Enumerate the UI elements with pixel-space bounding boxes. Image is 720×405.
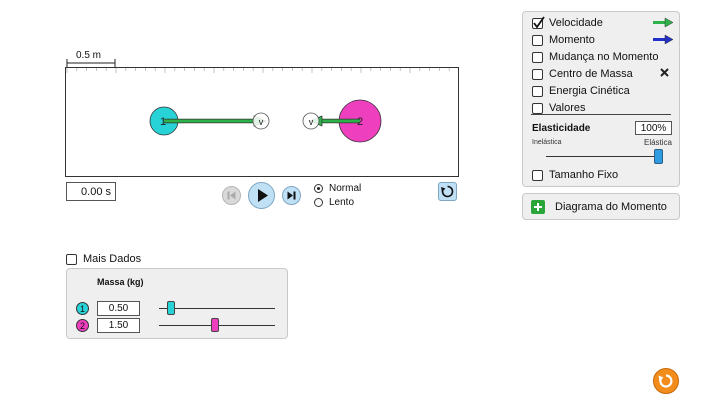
speed-slow-option[interactable]: Lento bbox=[314, 197, 354, 208]
scale-bar bbox=[66, 59, 116, 67]
mass-ball-badge-1: 1 bbox=[76, 302, 89, 315]
speed-normal-radio[interactable] bbox=[314, 184, 323, 193]
elasticity-value: 100% bbox=[640, 122, 667, 134]
mass-value: 1.50 bbox=[108, 320, 129, 331]
option-checkbox[interactable] bbox=[532, 34, 543, 46]
play-area[interactable]: 1 2 v v bbox=[65, 67, 459, 177]
more-data-checkbox[interactable] bbox=[66, 253, 77, 265]
option-label: Energia Cinética bbox=[549, 85, 630, 97]
mass-input-1[interactable]: 0.50 bbox=[97, 301, 140, 316]
mass-ball-number: 2 bbox=[79, 320, 85, 331]
speed-slow-radio[interactable] bbox=[314, 198, 323, 207]
elasticity-max-label: Elástica bbox=[643, 138, 672, 147]
add-icon bbox=[531, 200, 545, 214]
fixed-size-option[interactable]: Tamanho Fixo bbox=[532, 169, 618, 181]
step-back-icon bbox=[227, 191, 236, 200]
velocity-handle-2[interactable] bbox=[302, 112, 320, 130]
mass-value: 0.50 bbox=[108, 303, 129, 314]
blue-arrow-icon bbox=[652, 34, 674, 48]
velocity-handle-1[interactable] bbox=[252, 112, 270, 130]
mass-slider-thumb-2[interactable] bbox=[210, 318, 219, 332]
mass-slider-track-1[interactable] bbox=[159, 308, 275, 309]
mass-slider-thumb-1[interactable] bbox=[166, 301, 175, 315]
speed-normal-option[interactable]: Normal bbox=[314, 183, 361, 194]
elasticity-slider-track[interactable] bbox=[546, 156, 658, 157]
option-checkbox[interactable] bbox=[532, 68, 543, 80]
x-icon bbox=[659, 67, 670, 81]
step-forward-icon bbox=[287, 191, 296, 200]
elasticity-value-field: 100% bbox=[635, 121, 672, 135]
speed-normal-label: Normal bbox=[329, 183, 362, 194]
scale-label: 0.5 m bbox=[76, 50, 102, 61]
option-3[interactable]: Centro de Massa bbox=[532, 68, 672, 80]
time-display: 0.00 s bbox=[66, 182, 116, 201]
momentum-diagram-button[interactable]: Diagrama do Momento bbox=[522, 193, 680, 220]
options-divider bbox=[531, 114, 671, 115]
option-checkbox[interactable] bbox=[532, 51, 543, 63]
option-label: Velocidade bbox=[549, 17, 603, 29]
option-0[interactable]: Velocidade bbox=[532, 15, 674, 31]
play-button[interactable] bbox=[248, 182, 275, 209]
option-checkbox[interactable] bbox=[532, 102, 543, 114]
ruler-ticks bbox=[66, 68, 450, 73]
velocity-handle-1-label: v bbox=[259, 117, 264, 127]
momentum-diagram-label: Diagrama do Momento bbox=[555, 201, 667, 213]
option-5[interactable]: Valores bbox=[532, 102, 672, 114]
mass-input-2[interactable]: 1.50 bbox=[97, 318, 140, 333]
option-label: Centro de Massa bbox=[549, 68, 633, 80]
reset-all-button[interactable] bbox=[653, 368, 679, 394]
option-1[interactable]: Momento bbox=[532, 34, 674, 48]
option-checkbox[interactable] bbox=[532, 15, 545, 29]
restart-button[interactable] bbox=[438, 182, 457, 201]
option-2[interactable]: Mudança no Momento bbox=[532, 51, 672, 63]
play-area-canvas: 1 2 v v bbox=[66, 68, 450, 143]
play-icon bbox=[258, 189, 268, 202]
elasticity-slider-thumb[interactable] bbox=[653, 149, 663, 164]
option-4[interactable]: Energia Cinética bbox=[532, 85, 672, 97]
velocity-handle-2-label: v bbox=[309, 117, 314, 127]
mass-header: Massa (kg) bbox=[97, 277, 144, 287]
ball-2-label: 2 bbox=[357, 116, 363, 128]
option-label: Momento bbox=[549, 34, 595, 46]
step-back-button[interactable] bbox=[222, 186, 241, 205]
mass-panel: Massa (kg) 1 0.50 2 1.50 bbox=[66, 268, 288, 339]
ball-1-label: 1 bbox=[160, 116, 166, 128]
more-data-option[interactable]: Mais Dados bbox=[66, 253, 141, 265]
fixed-size-label: Tamanho Fixo bbox=[549, 169, 619, 181]
elasticity-label: Elasticidade bbox=[532, 123, 591, 134]
scale-indicator: 0.5 m bbox=[66, 50, 116, 67]
option-label: Valores bbox=[549, 102, 586, 114]
speed-slow-label: Lento bbox=[329, 197, 355, 208]
option-label: Mudança no Momento bbox=[549, 51, 659, 63]
reset-all-icon bbox=[658, 374, 673, 388]
elasticity-min-label: Inelástica bbox=[532, 139, 562, 146]
mass-ball-number: 1 bbox=[79, 303, 85, 314]
fixed-size-checkbox[interactable] bbox=[532, 169, 543, 181]
more-data-label: Mais Dados bbox=[83, 253, 142, 265]
option-checkbox[interactable] bbox=[532, 85, 543, 97]
step-forward-button[interactable] bbox=[282, 186, 301, 205]
mass-ball-badge-2: 2 bbox=[76, 319, 89, 332]
time-value: 0.00 s bbox=[81, 185, 111, 198]
green-arrow-icon bbox=[652, 17, 674, 31]
restart-icon bbox=[441, 185, 454, 198]
